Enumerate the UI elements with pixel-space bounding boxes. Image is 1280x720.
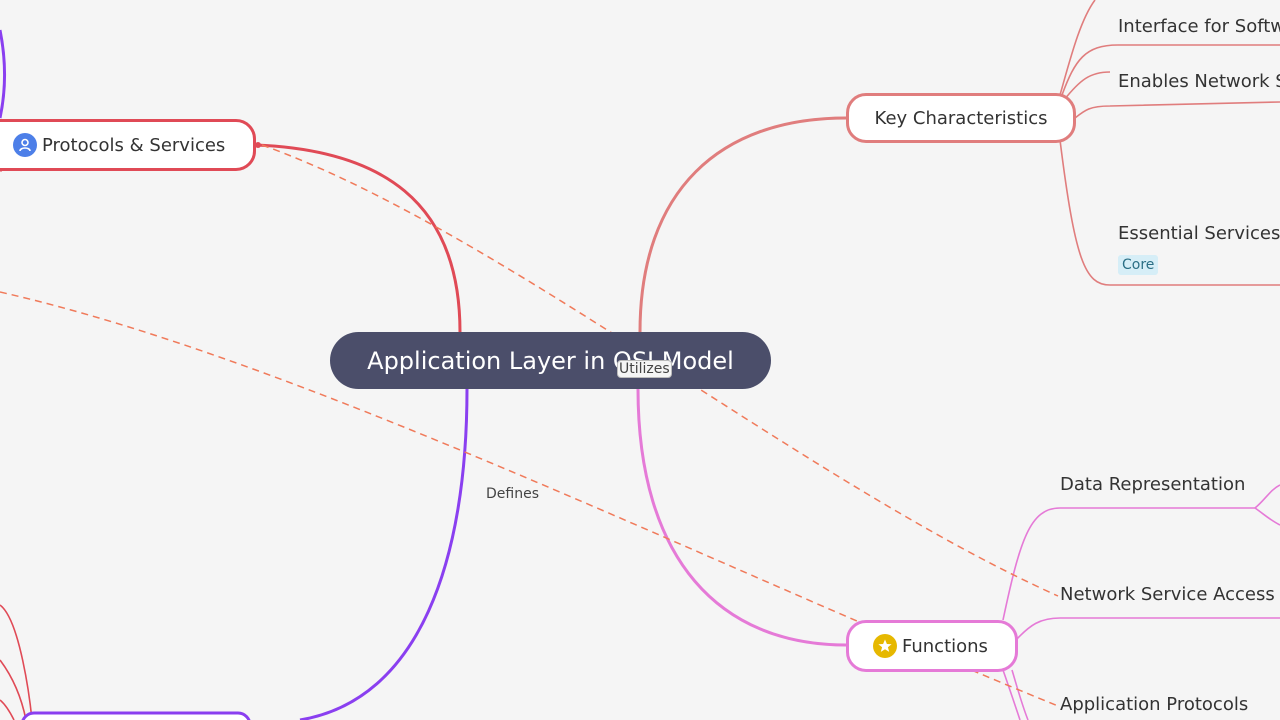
connection-label-utilizes: Utilizes xyxy=(617,360,672,378)
edge-root-characteristics xyxy=(638,116,847,333)
tag-core: Core xyxy=(1118,255,1159,275)
node-functions-label: Functions xyxy=(902,635,988,657)
node-characteristics-label: Key Characteristics xyxy=(874,107,1048,129)
edge-functions-leaf-0 xyxy=(1002,507,1255,621)
edge-lower-left-leaf-0 xyxy=(0,604,33,720)
edge-lower-left-leaf-1 xyxy=(0,659,27,720)
edge-lower-left-leaf-2 xyxy=(0,699,15,720)
edge-characteristics-leaf-4 xyxy=(1059,139,1280,286)
edge-purple-top-left xyxy=(0,29,6,119)
root-label: Application Layer in OSI Model xyxy=(367,346,734,375)
node-functions[interactable]: Functions xyxy=(846,620,1018,672)
connection-label-defines: Defines xyxy=(486,486,539,502)
lower-left-node-edge xyxy=(21,711,251,720)
edge-functions-leaf-0-right2 xyxy=(1254,507,1280,526)
root-node[interactable]: Application Layer in OSI Model xyxy=(330,332,771,389)
edge-characteristics-leaf-3 xyxy=(1074,101,1280,119)
leaf-interface-software[interactable]: Interface for Softw xyxy=(1118,16,1280,37)
edge-functions-leaf-0-right xyxy=(1254,484,1280,509)
star-icon xyxy=(873,634,897,658)
connection-arrow-point xyxy=(255,142,261,148)
edge-root-protocols xyxy=(255,143,462,333)
edge-functions-leaf-2 xyxy=(1002,669,1021,720)
node-key-characteristics[interactable]: Key Characteristics xyxy=(846,93,1076,143)
leaf-enables-network[interactable]: Enables Network S xyxy=(1118,71,1280,92)
edge-characteristics-leaf-1 xyxy=(1061,44,1280,96)
leaf-network-service-access[interactable]: Network Service Access xyxy=(1060,584,1275,605)
edge-functions-leaf-1 xyxy=(1015,617,1280,641)
edge-root-lower-left xyxy=(299,388,469,720)
user-icon xyxy=(13,133,37,157)
leaf-application-protocols[interactable]: Application Protocols xyxy=(1060,694,1249,715)
edge-root-functions xyxy=(636,388,847,647)
leaf-data-representation[interactable]: Data Representation xyxy=(1060,474,1246,495)
node-protocols-services[interactable]: Protocols & Services xyxy=(0,119,256,171)
edge-characteristics-leaf-2 xyxy=(1063,71,1111,101)
node-protocols-label: Protocols & Services xyxy=(42,134,226,156)
edge-functions-leaf-3 xyxy=(1011,669,1029,720)
leaf-essential-services[interactable]: Essential Services xyxy=(1118,223,1280,244)
edge-characteristics-leaf-0 xyxy=(1059,0,1096,96)
